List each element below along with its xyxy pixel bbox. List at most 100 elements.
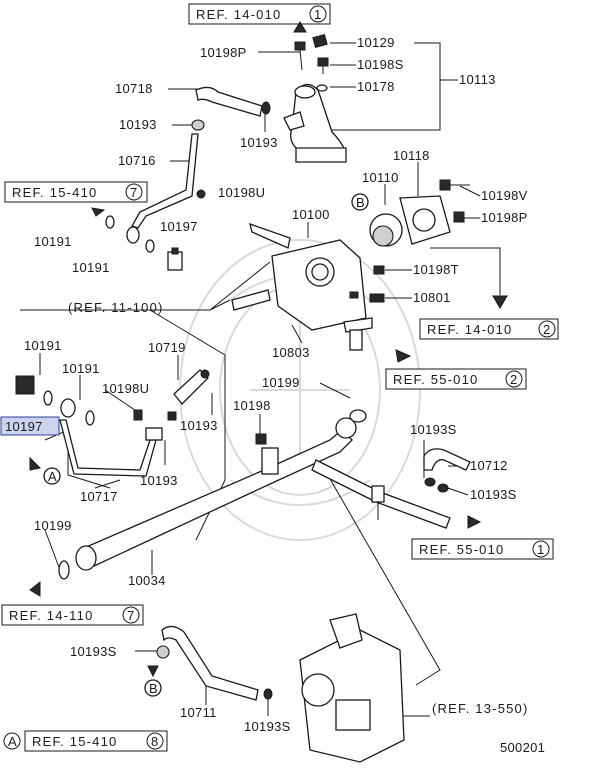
ref-text: REF. 14-010 [196, 7, 281, 22]
label-10198s[interactable]: 10198S [357, 57, 404, 72]
plug-10197-left-icon[interactable] [15, 375, 35, 395]
ref-box-55-010-1[interactable]: REF. 55-010 1 [411, 538, 554, 560]
label-10198u-mid[interactable]: 10198U [102, 381, 149, 396]
ref-text: REF. 14-110 [9, 608, 94, 623]
label-10198u-top[interactable]: 10198U [218, 185, 265, 200]
label-10199-b[interactable]: 10199 [34, 518, 72, 533]
marker-a-bottom: A [8, 734, 17, 749]
bolt-10198s-icon[interactable] [317, 57, 329, 74]
label-10198p-top[interactable]: 10198P [200, 45, 247, 60]
label-10191-c[interactable]: 10191 [24, 338, 62, 353]
label-10719[interactable]: 10719 [148, 340, 186, 355]
ref-num: 1 [314, 7, 322, 22]
figure-number: 500201 [500, 740, 545, 755]
sensor-10801-icon[interactable] [369, 293, 385, 303]
label-10178[interactable]: 10178 [357, 79, 395, 94]
label-10100[interactable]: 10100 [292, 207, 330, 222]
gasket-10191-b-icon[interactable] [85, 410, 95, 426]
pipe-10717[interactable] [59, 398, 163, 477]
label-10717[interactable]: 10717 [80, 489, 118, 504]
ref-text: REF. 15-410 [12, 185, 97, 200]
label-10198p-right[interactable]: 10198P [481, 210, 528, 225]
label-10129[interactable]: 10129 [357, 35, 395, 50]
gasket-10191-a-icon[interactable] [43, 390, 53, 406]
label-10198t[interactable]: 10198T [413, 262, 459, 277]
arrow-up-icon [293, 21, 307, 33]
label-10193-a[interactable]: 10193 [119, 117, 157, 132]
part-labels: 10129 10198P 10198S 10113 10178 10718 10… [24, 35, 545, 755]
label-10197-highlighted: 10197 [5, 419, 43, 434]
marker-b-top: B [356, 195, 365, 210]
pipe-10716[interactable] [91, 133, 206, 253]
label-10191-b[interactable]: 10191 [72, 260, 110, 275]
plug-10197-top-icon[interactable] [167, 247, 183, 271]
hose-10712[interactable] [423, 448, 471, 493]
label-10193s-a[interactable]: 10193S [410, 422, 457, 437]
ref-13-550[interactable]: (REF. 13-550) [432, 701, 529, 716]
label-10193s-d[interactable]: 10193S [244, 719, 291, 734]
label-10193-b[interactable]: 10193 [240, 135, 278, 150]
highlight-10197[interactable]: 10197 [0, 416, 60, 436]
hose-10719[interactable] [167, 369, 210, 421]
label-10801[interactable]: 10801 [413, 290, 451, 305]
label-10110[interactable]: 10110 [362, 170, 399, 185]
ref-box-15-410-8[interactable]: A REF. 15-410 8 [3, 730, 168, 752]
label-10197-top[interactable]: 10197 [160, 219, 198, 234]
ref-box-55-010-2[interactable]: REF. 55-010 2 [385, 368, 527, 390]
label-10113[interactable]: 10113 [459, 72, 496, 87]
arrow-right-icon [395, 349, 412, 363]
label-10712[interactable]: 10712 [470, 458, 508, 473]
label-10193s-b[interactable]: 10193S [470, 487, 517, 502]
ref-num: 7 [130, 185, 138, 200]
bolt-10198v-icon[interactable] [439, 179, 470, 191]
ref-num: 1 [537, 542, 545, 557]
ref-text: REF. 15-410 [32, 734, 117, 749]
marker-b-bottom: B [149, 681, 158, 696]
bolt-10198t-icon[interactable] [373, 265, 385, 275]
arrow-right-2-icon [467, 515, 482, 529]
ref-num: 2 [543, 322, 551, 337]
oring-10178-icon[interactable] [316, 84, 328, 92]
thermostat-housing-10100[interactable] [231, 222, 373, 333]
label-10193s-c[interactable]: 10193S [70, 644, 117, 659]
hose-10718[interactable] [191, 86, 271, 131]
label-10718[interactable]: 10718 [115, 81, 153, 96]
label-10198v[interactable]: 10198V [481, 188, 528, 203]
oring-10199-a-icon[interactable] [58, 560, 70, 580]
label-10191-a[interactable]: 10191 [34, 234, 72, 249]
label-10193-d[interactable]: 10193 [140, 473, 178, 488]
label-10118[interactable]: 10118 [393, 148, 430, 163]
label-10193-c[interactable]: 10193 [180, 418, 218, 433]
label-10191-d[interactable]: 10191 [62, 361, 100, 376]
arrow-left-icon [29, 580, 41, 597]
gasket-10118[interactable] [399, 195, 451, 245]
sensor-10803-icon[interactable] [349, 329, 363, 351]
ref-text: REF. 14-010 [427, 322, 512, 337]
ref-box-15-410-7[interactable]: REF. 15-410 7 [4, 181, 148, 203]
label-10199-a[interactable]: 10199 [262, 375, 300, 390]
label-10716[interactable]: 10716 [118, 153, 156, 168]
ref-text: REF. 55-010 [419, 542, 504, 557]
arrow-down-icon [492, 295, 508, 309]
label-10034[interactable]: 10034 [128, 573, 166, 588]
water-outlet-fitting[interactable] [283, 83, 347, 163]
ref-11-100[interactable]: (REF. 11-100) [68, 300, 164, 315]
ref-num: 8 [151, 734, 159, 749]
bolt-top-icon[interactable] [294, 41, 306, 71]
marker-a-text: A [48, 469, 57, 484]
ref-box-14-110-7[interactable]: REF. 14-110 7 [1, 604, 144, 626]
bolt-10198p-right-icon[interactable] [453, 211, 465, 223]
clip-10129-icon[interactable] [312, 34, 328, 48]
label-10711[interactable]: 10711 [180, 705, 217, 720]
pipe-10034[interactable] [75, 409, 451, 571]
ref-box-14-010-2[interactable]: REF. 14-010 2 [419, 318, 559, 340]
label-10198[interactable]: 10198 [233, 398, 271, 413]
hose-10711[interactable]: B [144, 625, 273, 701]
marker-a-left[interactable]: A [29, 456, 61, 485]
label-10803[interactable]: 10803 [272, 345, 310, 360]
ref-text: REF. 55-010 [393, 372, 478, 387]
thermostat-10110[interactable]: B [351, 193, 403, 247]
throttle-body[interactable] [299, 613, 405, 763]
ref-box-14-010-1[interactable]: REF. 14-010 1 [188, 3, 331, 25]
